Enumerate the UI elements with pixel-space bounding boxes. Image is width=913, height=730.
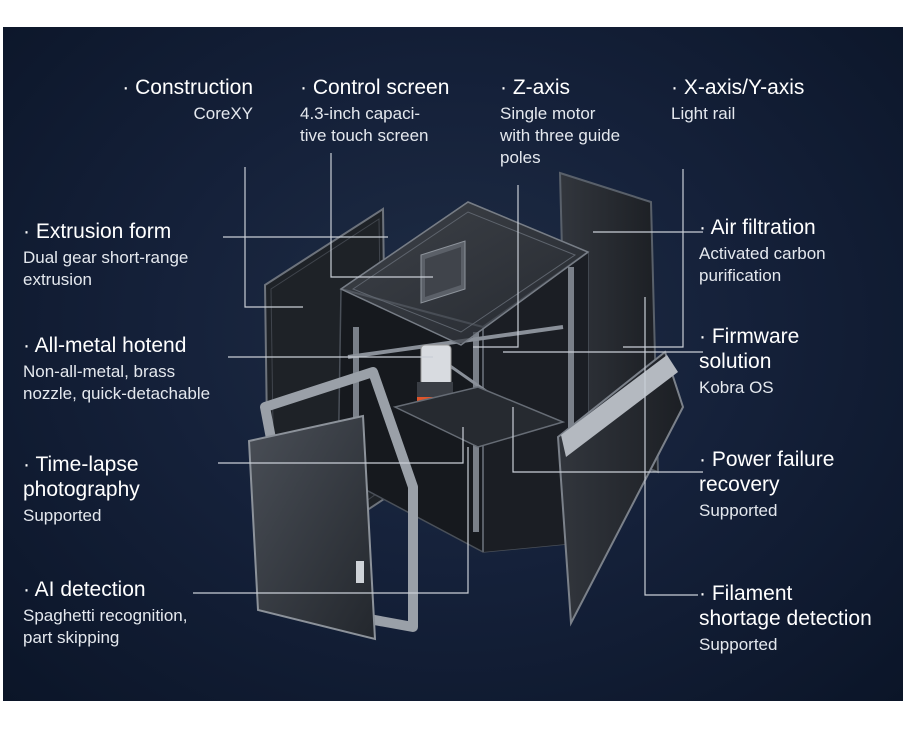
spec-all-metal-hotend-title: · All-metal hotend — [23, 334, 187, 357]
spec-xy-axis-value: Light rail — [671, 104, 736, 123]
spec-control-screen: · Control screen 4.3-inch capaci- tive t… — [300, 75, 490, 147]
exploded-printer-illustration — [193, 153, 703, 641]
spec-sheet-panel: · Construction CoreXY · Control screen 4… — [3, 27, 903, 701]
spec-power-failure-title: · Power failure recovery — [699, 448, 835, 496]
spec-extrusion-form-value: Dual gear short-range extrusion — [23, 248, 189, 289]
spec-all-metal-hotend: · All-metal hotend Non-all-metal, brass … — [23, 333, 273, 405]
spec-construction-value: CoreXY — [193, 104, 253, 123]
spec-z-axis-value: Single motor with three guide poles — [500, 104, 621, 167]
spec-xy-axis: · X-axis/Y-axis Light rail — [671, 75, 861, 125]
front-door-panel — [247, 414, 377, 641]
spec-time-lapse-value: Supported — [23, 506, 102, 525]
spec-xy-axis-title: · X-axis/Y-axis — [671, 76, 805, 99]
spec-power-failure: · Power failure recovery Supported — [699, 447, 894, 522]
spec-z-axis-title: · Z-axis — [500, 76, 570, 99]
spec-construction: · Construction CoreXY — [63, 75, 253, 125]
spec-filament-shortage-title: · Filament shortage detection — [699, 582, 872, 630]
spec-control-screen-value: 4.3-inch capaci- tive touch screen — [300, 104, 429, 145]
spec-air-filtration-title: · Air filtration — [699, 216, 816, 239]
spec-all-metal-hotend-value: Non-all-metal, brass nozzle, quick-detac… — [23, 362, 211, 403]
spec-filament-shortage: · Filament shortage detection Supported — [699, 581, 899, 656]
spec-ai-detection-value: Spaghetti recognition, part skipping — [23, 606, 188, 647]
right-side-panel — [556, 350, 685, 627]
spec-time-lapse: · Time-lapse photography Supported — [23, 452, 243, 527]
control-screen-module — [420, 240, 466, 304]
spec-firmware-solution-title: · Firmware solution — [699, 325, 800, 373]
spec-firmware-solution: · Firmware solution Kobra OS — [699, 324, 894, 399]
spec-construction-title: · Construction — [122, 76, 253, 99]
spec-extrusion-form: · Extrusion form Dual gear short-range e… — [23, 219, 253, 291]
leader-lines — [193, 153, 703, 596]
spec-power-failure-value: Supported — [699, 501, 778, 520]
spec-ai-detection: · AI detection Spaghetti recognition, pa… — [23, 577, 253, 649]
build-plate — [392, 386, 566, 448]
spec-extrusion-form-title: · Extrusion form — [23, 220, 172, 243]
spec-ai-detection-title: · AI detection — [23, 578, 146, 601]
spec-filament-shortage-value: Supported — [699, 635, 778, 654]
spec-firmware-solution-value: Kobra OS — [699, 378, 774, 397]
spec-air-filtration-value: Activated carbon purification — [699, 244, 826, 285]
spec-z-axis: · Z-axis Single motor with three guide p… — [500, 75, 670, 169]
spec-time-lapse-title: · Time-lapse photography — [23, 453, 140, 501]
spec-control-screen-title: · Control screen — [300, 76, 450, 99]
spec-air-filtration: · Air filtration Activated carbon purifi… — [699, 215, 894, 287]
